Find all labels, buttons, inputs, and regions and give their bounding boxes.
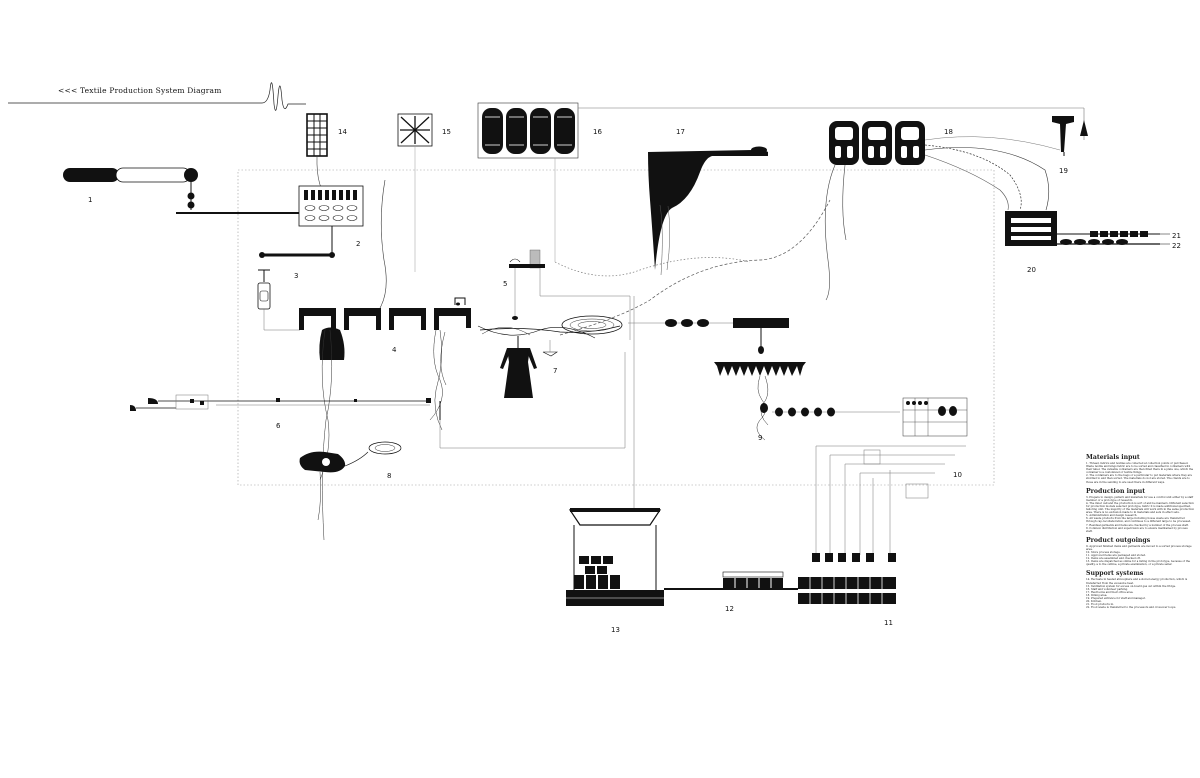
legend-item: 22. Food waste is transferred to the pro… <box>1086 606 1177 610</box>
legend-heading-support: Support systems <box>1086 570 1144 578</box>
label-8: 8 <box>387 472 391 480</box>
label-7: 7 <box>553 367 557 375</box>
label-4: 4 <box>392 346 397 354</box>
legend-item: 17. Restrooms and their office area. <box>1086 590 1134 594</box>
waste-line-6 <box>130 352 626 449</box>
label-14: 14 <box>338 128 347 136</box>
legend-item: 7. Residual garments and items are check… <box>1086 523 1189 527</box>
legend-item: 11. Approved items are packaged and stor… <box>1086 554 1146 558</box>
legend-item: 5. Administration and design research. <box>1086 514 1138 518</box>
parking-16 <box>477 102 1085 262</box>
legend-item: 14. Recreate in heated atmosphere and a … <box>1086 578 1188 585</box>
ventilation-15 <box>397 113 433 272</box>
label-5: 5 <box>503 280 507 288</box>
legend-heading-materials: Materials input <box>1086 454 1140 461</box>
label-20: 20 <box>1027 266 1036 274</box>
title-wave <box>8 82 306 111</box>
label-13: 13 <box>611 626 620 634</box>
legend-item: 12. Items are assembled and checked off. <box>1086 557 1141 561</box>
dashed-route <box>559 199 831 336</box>
legend-item: 16. Staff and volunteer parking. <box>1086 587 1129 591</box>
kitchen-20 <box>1005 211 1160 246</box>
legend-item: 9. Approved finished items and garments … <box>1086 544 1192 551</box>
label-10: 10 <box>953 471 962 479</box>
label-17: 17 <box>676 128 685 136</box>
legend-item: 21. Food products in. <box>1086 603 1114 607</box>
legend: Materials input 1. Thread, fabrics and t… <box>1086 450 1194 609</box>
legend-item: 20. Kitchen. <box>1086 600 1102 604</box>
legend-item: 10. Store process storage. <box>1086 550 1121 554</box>
legend-item: 2. The containers are to the bags or a p… <box>1086 474 1193 484</box>
label-1: 1 <box>88 196 92 204</box>
label-12: 12 <box>725 605 734 613</box>
label-6: 6 <box>276 422 281 430</box>
legend-item: 13. Items are dispatched as online for a… <box>1086 560 1191 567</box>
legend-item: 18. Dining area. <box>1086 593 1108 597</box>
assembly-12 <box>664 571 798 590</box>
restroom-17 <box>648 146 768 276</box>
label-11: 11 <box>884 619 893 627</box>
packaging-11 <box>798 553 896 604</box>
legend-heading-outgoings: Product outgoings <box>1086 536 1151 544</box>
process-storage-10 <box>815 397 968 555</box>
dispatch-13 <box>566 296 664 606</box>
label-19: 19 <box>1059 167 1068 175</box>
dotted-route <box>554 257 751 277</box>
label-9: 9 <box>758 434 762 442</box>
legend-heading-production: Production input <box>1086 487 1146 495</box>
legend-item: 4. The inner call and the production is … <box>1086 501 1195 515</box>
label-18: 18 <box>944 128 953 136</box>
legend-item: 15. Ventilation system for excess on-boa… <box>1086 584 1176 588</box>
label-3: 3 <box>294 272 298 280</box>
sorting-storage-9 <box>714 362 900 441</box>
label-15: 15 <box>442 128 451 136</box>
sorting-2 <box>298 185 364 227</box>
label-21: 21 <box>1172 232 1181 240</box>
rail-3 <box>257 226 335 331</box>
label-16: 16 <box>593 128 602 136</box>
legend-item: 19. Prepared entrance for staff and mana… <box>1086 597 1146 600</box>
production-boundary <box>237 169 995 486</box>
diagram-title: <<< Textile Production System Diagram <box>58 86 222 95</box>
legend-item: 1. Thread, fabrics and textiles are coll… <box>1086 462 1194 475</box>
conveyor <box>628 318 789 354</box>
label-22: 22 <box>1172 242 1181 250</box>
dining-18 <box>824 121 1061 301</box>
admin-5 <box>509 249 631 340</box>
label-2: 2 <box>356 240 360 248</box>
distribution-8 <box>299 441 402 521</box>
legend-item: 3. Prepare to design, pattern and materi… <box>1086 495 1194 502</box>
production-machines-4 <box>299 308 471 541</box>
materials-input-1 <box>63 167 300 214</box>
garments-7 <box>477 315 623 398</box>
legend-item: 6. All waste products from the large inc… <box>1086 517 1192 524</box>
legend-item: 8. Common distribution and supervision a… <box>1086 526 1188 533</box>
entrance-19 <box>1052 116 1088 156</box>
